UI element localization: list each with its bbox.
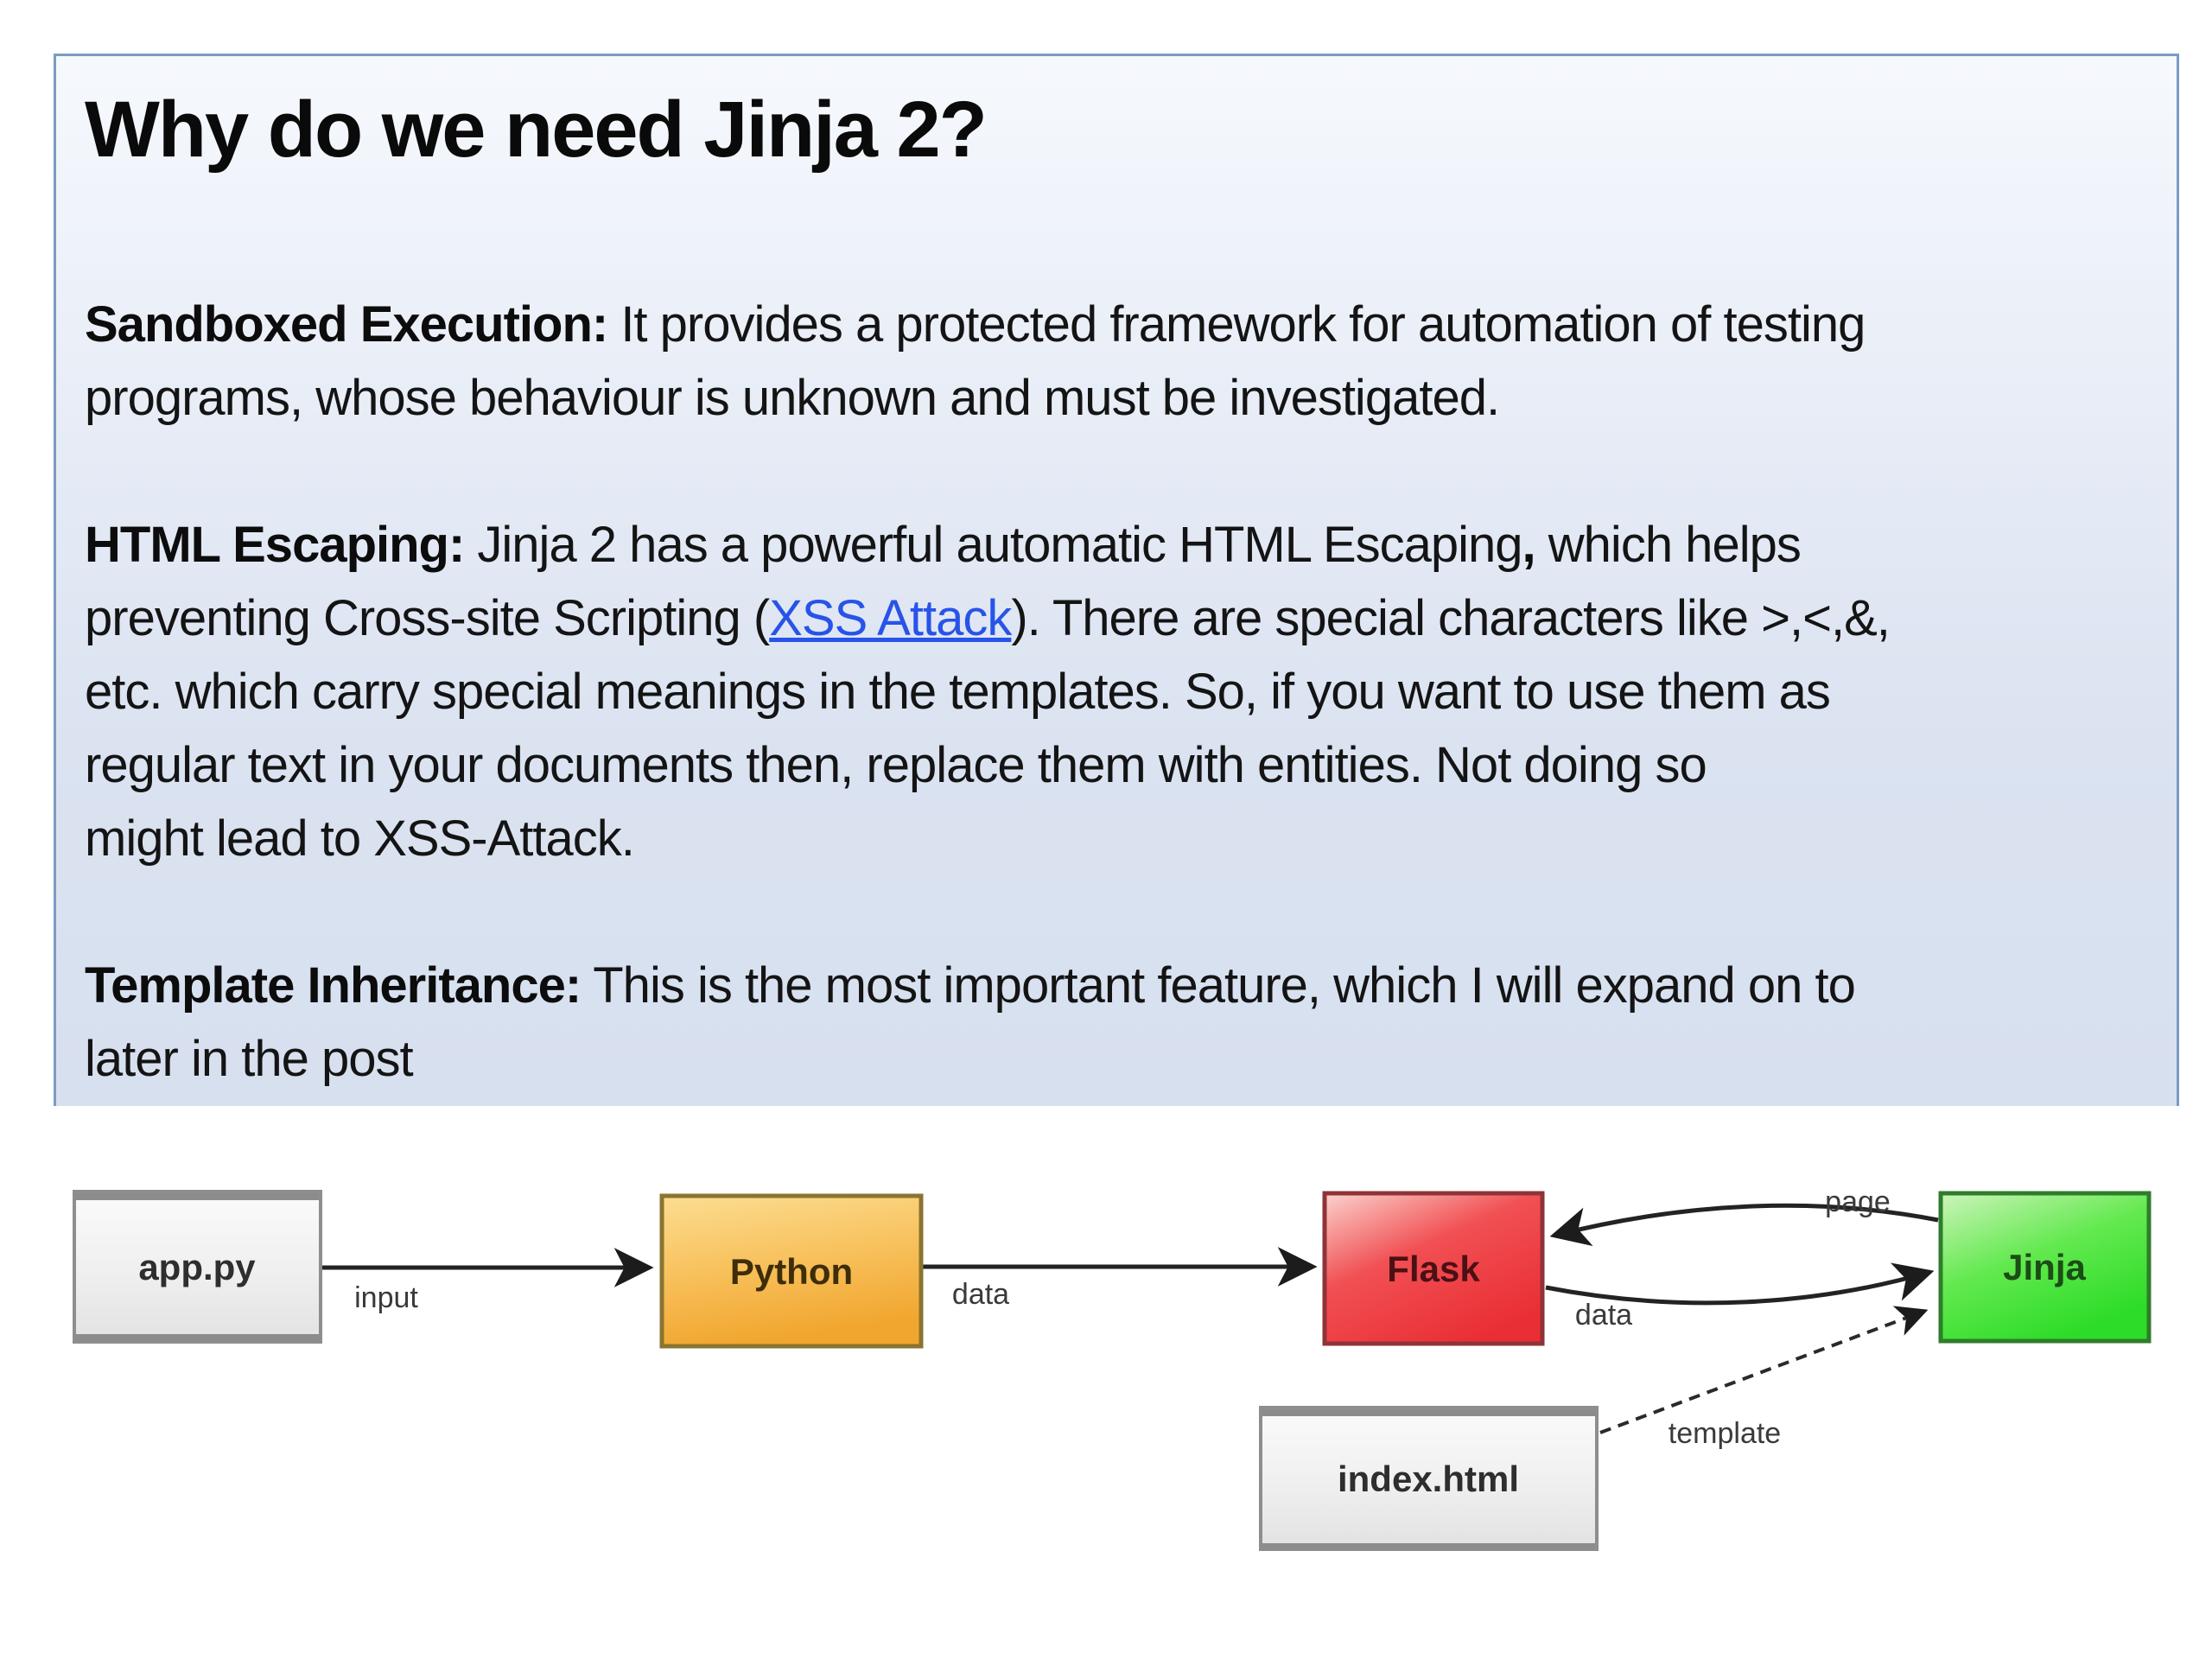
node-index-html: index.html bbox=[1259, 1406, 1599, 1551]
text-segment: ). There are special characters like >,<… bbox=[1011, 590, 1891, 646]
node-index-html-label: index.html bbox=[1338, 1459, 1519, 1499]
text-segment: This is the most important feature, whic… bbox=[581, 957, 1856, 1014]
text-line: programs, whose behaviour is unknown and… bbox=[85, 370, 1500, 426]
text-line: regular text in your documents then, rep… bbox=[85, 737, 1707, 793]
node-python: Python bbox=[659, 1193, 924, 1349]
node-app-py-label: app.py bbox=[138, 1247, 256, 1287]
text-line: might lead to XSS-Attack. bbox=[85, 810, 635, 867]
node-jinja: Jinja bbox=[1938, 1191, 2152, 1344]
paragraph-label-html-escaping: HTML Escaping: bbox=[85, 517, 465, 573]
slide-title: Why do we need Jinja 2? bbox=[85, 86, 988, 174]
text-segment: preventing Cross-site Scripting ( bbox=[85, 590, 770, 646]
edge-label-data-flask-jinja: data bbox=[1575, 1299, 1632, 1332]
text-line: later in the post bbox=[85, 1031, 414, 1087]
paragraph-html-escaping: HTML Escaping: Jinja 2 has a powerful au… bbox=[85, 508, 2148, 875]
edge-label-template: template bbox=[1669, 1417, 1781, 1450]
node-jinja-label: Jinja bbox=[2003, 1247, 2086, 1287]
edge-label-input: input bbox=[354, 1281, 418, 1314]
paragraph-template-inheritance: Template Inheritance: This is the most i… bbox=[85, 949, 2148, 1096]
paragraph-label-template-inheritance: Template Inheritance: bbox=[85, 957, 582, 1014]
flow-diagram: input data page data template app.py Pyt… bbox=[0, 1106, 2212, 1659]
slide-panel: Why do we need Jinja 2? Sandboxed Execut… bbox=[54, 54, 2179, 1109]
node-flask: Flask bbox=[1322, 1191, 1545, 1346]
node-flask-label: Flask bbox=[1387, 1249, 1480, 1289]
text-segment: Jinja 2 has a powerful automatic HTML Es… bbox=[464, 517, 1522, 573]
text-line: etc. which carry special meanings in the… bbox=[85, 664, 1831, 720]
text-line: Sandboxed Execution: It provides a prote… bbox=[85, 288, 2148, 361]
text-segment: which helps bbox=[1535, 517, 1802, 573]
bold-comma: , bbox=[1522, 517, 1536, 573]
edge-jinja-to-flask bbox=[1549, 1203, 1939, 1247]
paragraph-label-sandboxed: Sandboxed Execution: bbox=[85, 296, 608, 353]
node-app-py: app.py bbox=[73, 1190, 322, 1344]
text-segment: It provides a protected framework for au… bbox=[607, 296, 1866, 353]
text-line: preventing Cross-site Scripting (XSS Att… bbox=[85, 582, 2148, 655]
node-python-label: Python bbox=[730, 1251, 853, 1292]
paragraph-sandboxed-execution: Sandboxed Execution: It provides a prote… bbox=[85, 288, 2148, 435]
text-line: Template Inheritance: This is the most i… bbox=[85, 949, 2148, 1022]
edge-label-page: page bbox=[1825, 1185, 1891, 1218]
text-line: HTML Escaping: Jinja 2 has a powerful au… bbox=[85, 508, 2148, 582]
edge-label-data-python-flask: data bbox=[952, 1278, 1009, 1311]
edge-flask-to-jinja bbox=[1545, 1262, 1935, 1306]
edge-index-to-jinja bbox=[1599, 1306, 1929, 1434]
xss-attack-link[interactable]: XSS Attack bbox=[769, 590, 1012, 646]
